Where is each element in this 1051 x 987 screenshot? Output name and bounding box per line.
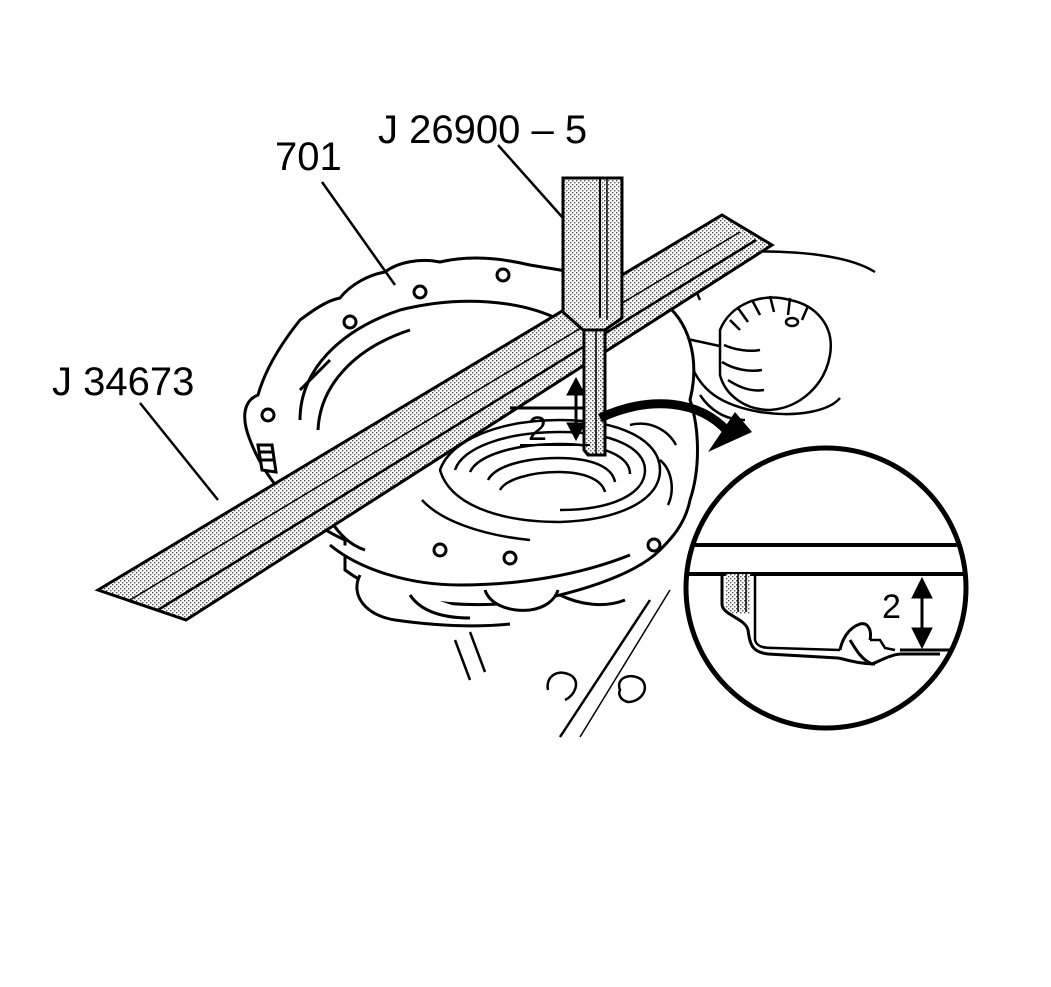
- label-tool-bar: J 34673: [52, 360, 194, 404]
- depth-gauge-tool: [561, 176, 624, 457]
- dimension-arrow-detail: [911, 576, 933, 650]
- label-dimension-main: 2: [528, 410, 547, 448]
- gear-shape: [718, 295, 833, 412]
- label-dimension-detail: 2: [882, 588, 901, 626]
- dimension-arrow-main: [510, 376, 590, 446]
- detail-magnifier: [683, 445, 969, 731]
- leader-lines: [139, 144, 564, 501]
- label-part-number: 701: [275, 135, 342, 179]
- detail-pointer-arrow: [598, 399, 752, 452]
- label-tool-gauge: J 26900 – 5: [378, 108, 587, 152]
